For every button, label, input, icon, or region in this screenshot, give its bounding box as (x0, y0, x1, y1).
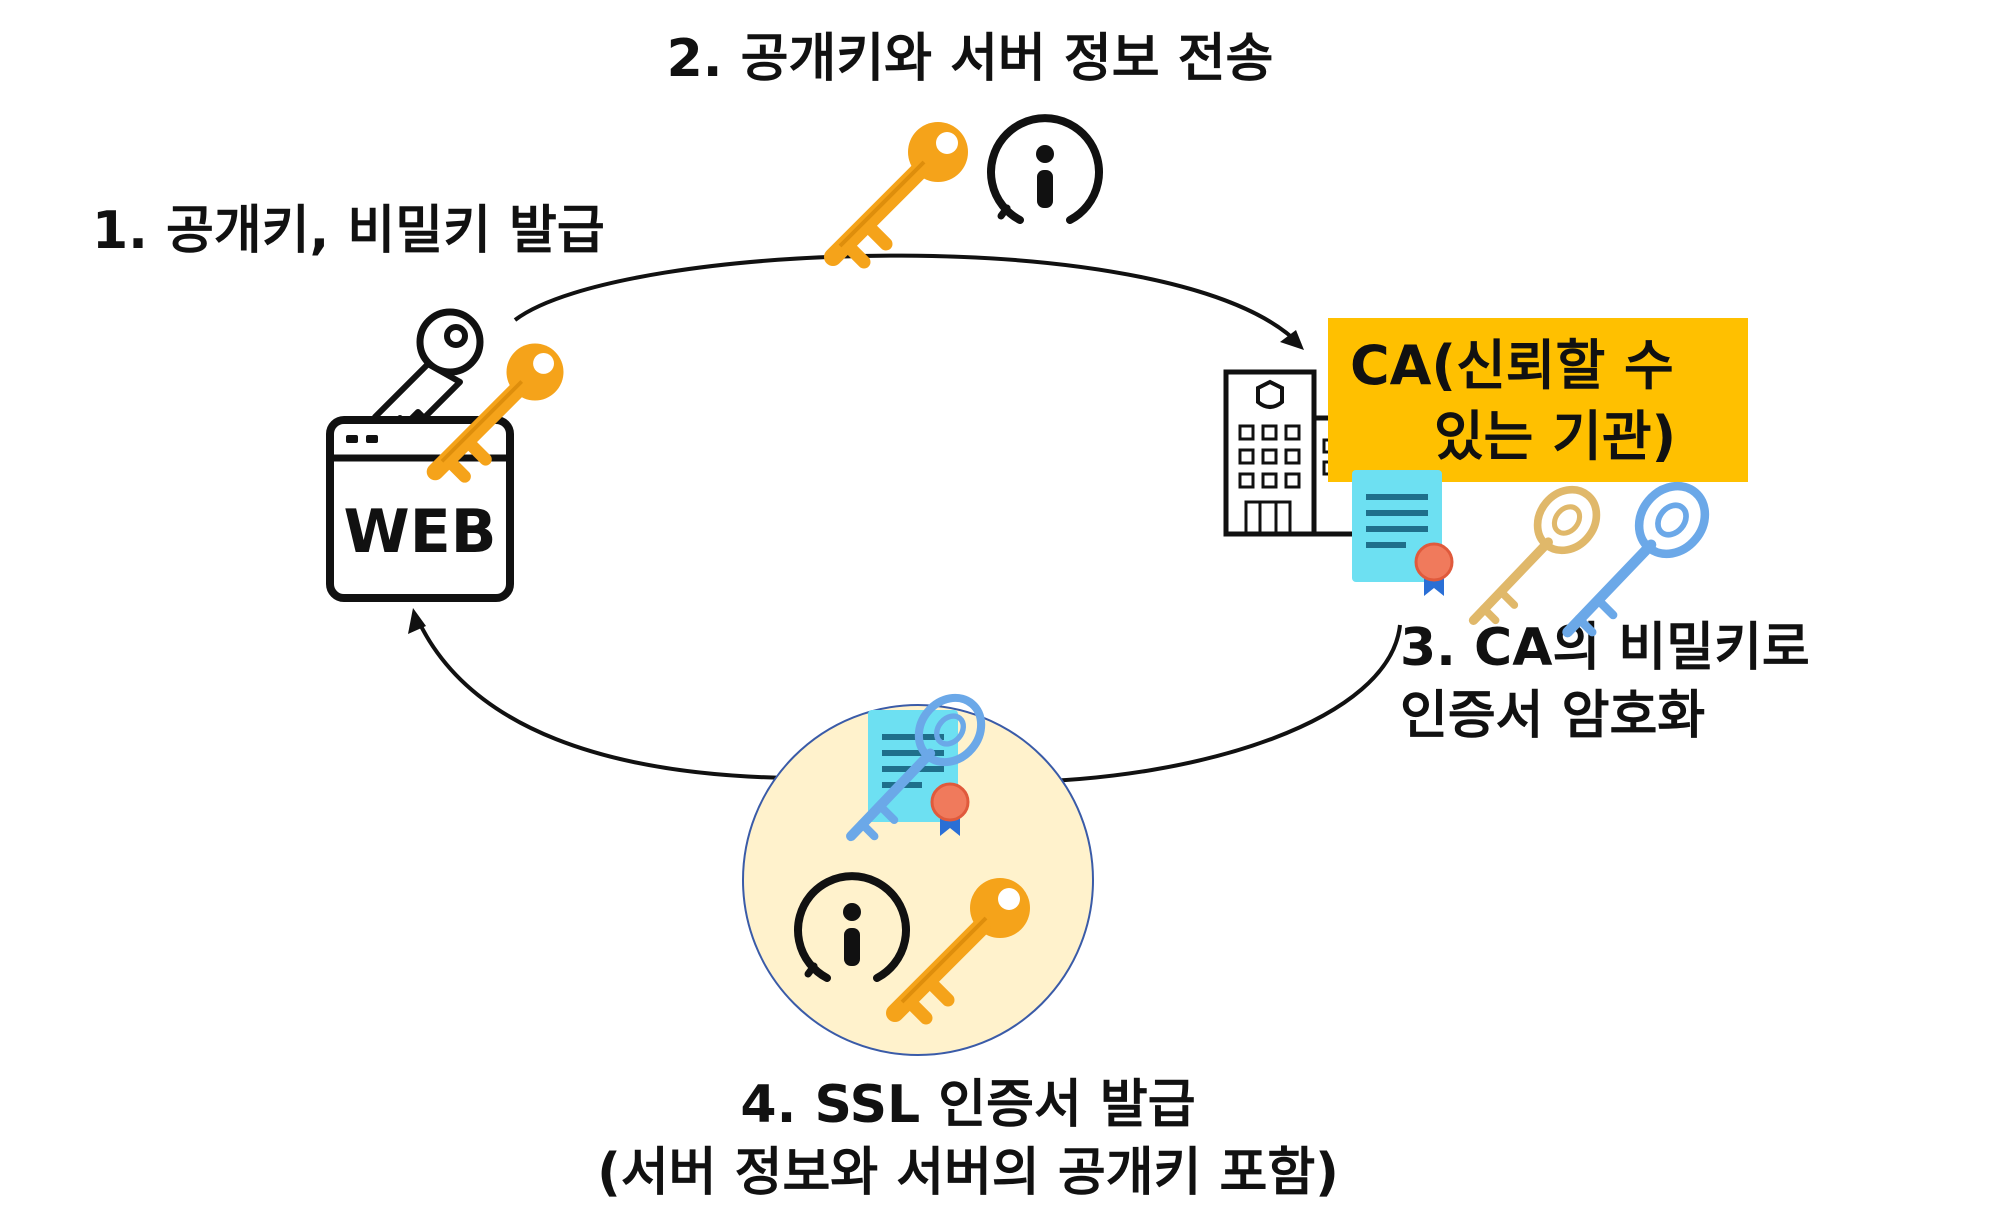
browser-window-icon: WEB (326, 416, 514, 602)
step3-label-line1: 3. CA의 비밀키로 (1400, 618, 1810, 678)
step3-label-line2: 인증서 암호화 (1400, 686, 1705, 746)
step1-label: 1. 공개키, 비밀키 발급 (92, 201, 605, 261)
arrowhead-web (408, 608, 426, 634)
ca-label-line2: 있는 기관) (1434, 405, 1676, 468)
ca-label-line1: CA(신뢰할 수 (1350, 334, 1674, 397)
ssl-bundle-circle (742, 704, 1094, 1056)
step2-label: 2. 공개키와 서버 정보 전송 (667, 29, 1274, 89)
arrow-web-to-ca (513, 253, 1302, 347)
arrowhead-ca (1280, 330, 1304, 350)
arrow-bundle-to-web (416, 619, 791, 780)
tan-key-icon (1474, 478, 1609, 621)
arrow-ca-to-bundle (1014, 624, 1402, 784)
outline-key-icon (375, 312, 480, 430)
step4-label-line1: 4. SSL 인증서 발급 (740, 1075, 1195, 1135)
step4-label-line2: (서버 정보와 서버의 공개키 포함) (597, 1143, 1339, 1203)
orange-key-icon (833, 122, 968, 262)
ca-label-box: CA(신뢰할 수 있는 기관) (1328, 318, 1748, 482)
info-icon (991, 118, 1099, 220)
certificate-icon (1350, 468, 1454, 598)
web-label: WEB (344, 497, 497, 567)
